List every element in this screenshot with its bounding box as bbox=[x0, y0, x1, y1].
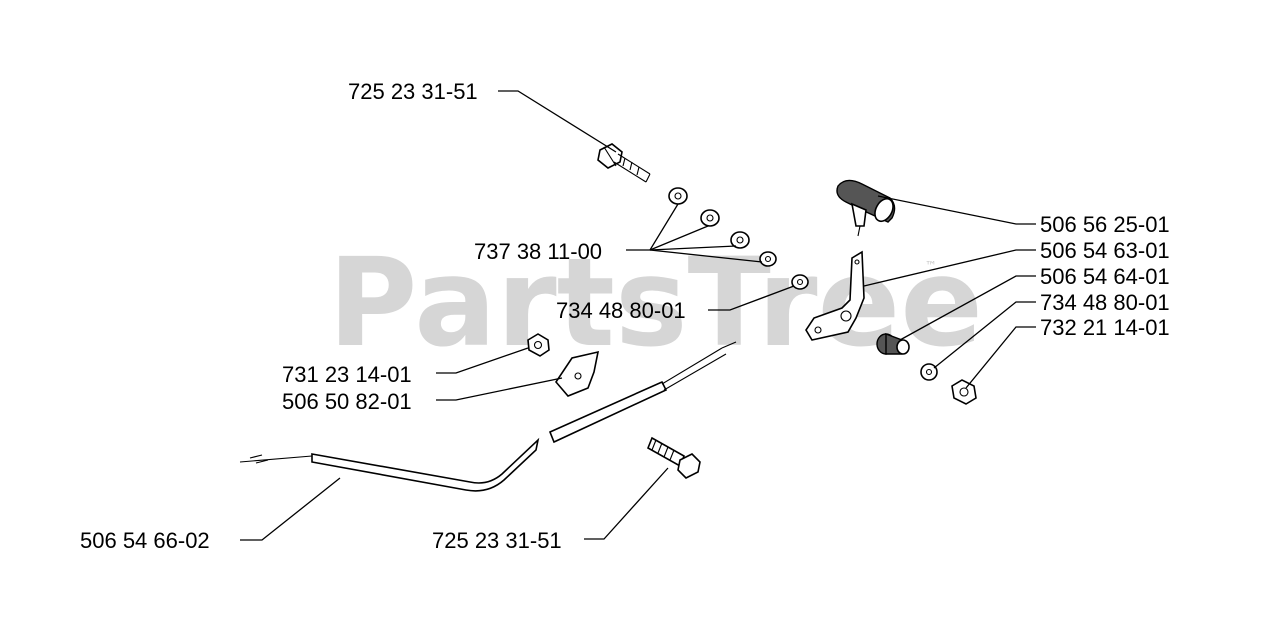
label-nut-right: 732 21 14-01 bbox=[1040, 315, 1170, 340]
bushing-part bbox=[876, 332, 910, 355]
knob-part bbox=[836, 179, 896, 237]
label-washer-right: 734 48 80-01 bbox=[1040, 290, 1170, 315]
bolt-top-part bbox=[597, 143, 651, 183]
label-clamp: 506 50 82-01 bbox=[282, 389, 412, 414]
label-nut-left: 731 23 14-01 bbox=[282, 362, 412, 387]
label-washers: 737 38 11-00 bbox=[474, 239, 602, 264]
label-lever: 506 54 63-01 bbox=[1040, 238, 1170, 263]
partstree-watermark: PartsTree bbox=[328, 232, 983, 374]
cable-part bbox=[239, 341, 737, 492]
nut-left-part bbox=[527, 333, 550, 357]
label-bolt-top: 725 23 31-51 bbox=[348, 79, 478, 104]
nut-right-part bbox=[951, 379, 977, 405]
label-knob: 506 56 25-01 bbox=[1040, 212, 1170, 237]
bolt-bottom-part bbox=[646, 436, 701, 479]
label-bushing: 506 54 64-01 bbox=[1040, 264, 1170, 289]
lever-part bbox=[805, 250, 865, 341]
label-cable: 506 54 66-02 bbox=[80, 528, 210, 553]
label-washer-mid: 734 48 80-01 bbox=[556, 298, 686, 323]
washer-mid-part bbox=[791, 274, 809, 290]
clamp-part bbox=[554, 350, 600, 397]
washer-right-part bbox=[920, 363, 938, 381]
leader-lines bbox=[240, 90, 1036, 541]
label-bolt-bottom: 725 23 31-51 bbox=[432, 528, 562, 553]
